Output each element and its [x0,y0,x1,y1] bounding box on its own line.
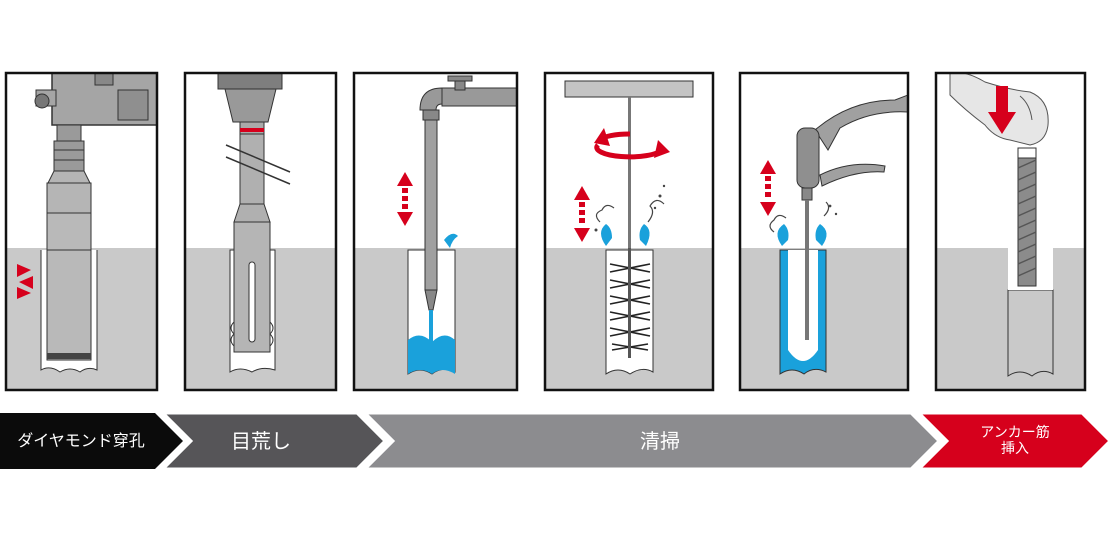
process-label-insertion: アンカー筋 挿入 [980,424,1050,457]
rotation-arrow-icon [17,264,33,299]
process-step-insertion [915,411,1110,471]
panel-blow-cleaning [740,73,908,390]
air-water-blow-gun-icon [796,94,908,340]
process-step-drilling [0,413,183,469]
roughening-tool-icon [217,73,291,353]
up-down-arrow-icon [397,172,413,226]
panel-rebar-insertion [936,73,1085,390]
process-step-roughening [159,411,388,471]
up-down-arrow-icon [574,186,590,242]
panel-roughening [185,73,336,390]
dust-splash-icon [594,184,666,246]
dust-splash-icon [769,201,838,246]
panel-diamond-drilling [6,73,157,390]
water-faucet-flush-icon [419,75,517,342]
rotating-brush-icon [564,80,694,358]
rotation-arrow-icon [594,128,670,160]
down-arrow-icon [988,86,1016,134]
panel-water-cleaning [354,73,517,390]
process-label-cleaning: 清掃 [640,428,680,453]
panel-brush-cleaning [545,73,713,390]
up-down-arrow-icon [760,160,776,216]
process-step-cleaning [361,411,942,471]
process-label-drilling: ダイヤモンド穿孔 [17,430,145,450]
process-bar [0,411,1110,471]
process-label-roughening: 目荒し [231,428,291,453]
